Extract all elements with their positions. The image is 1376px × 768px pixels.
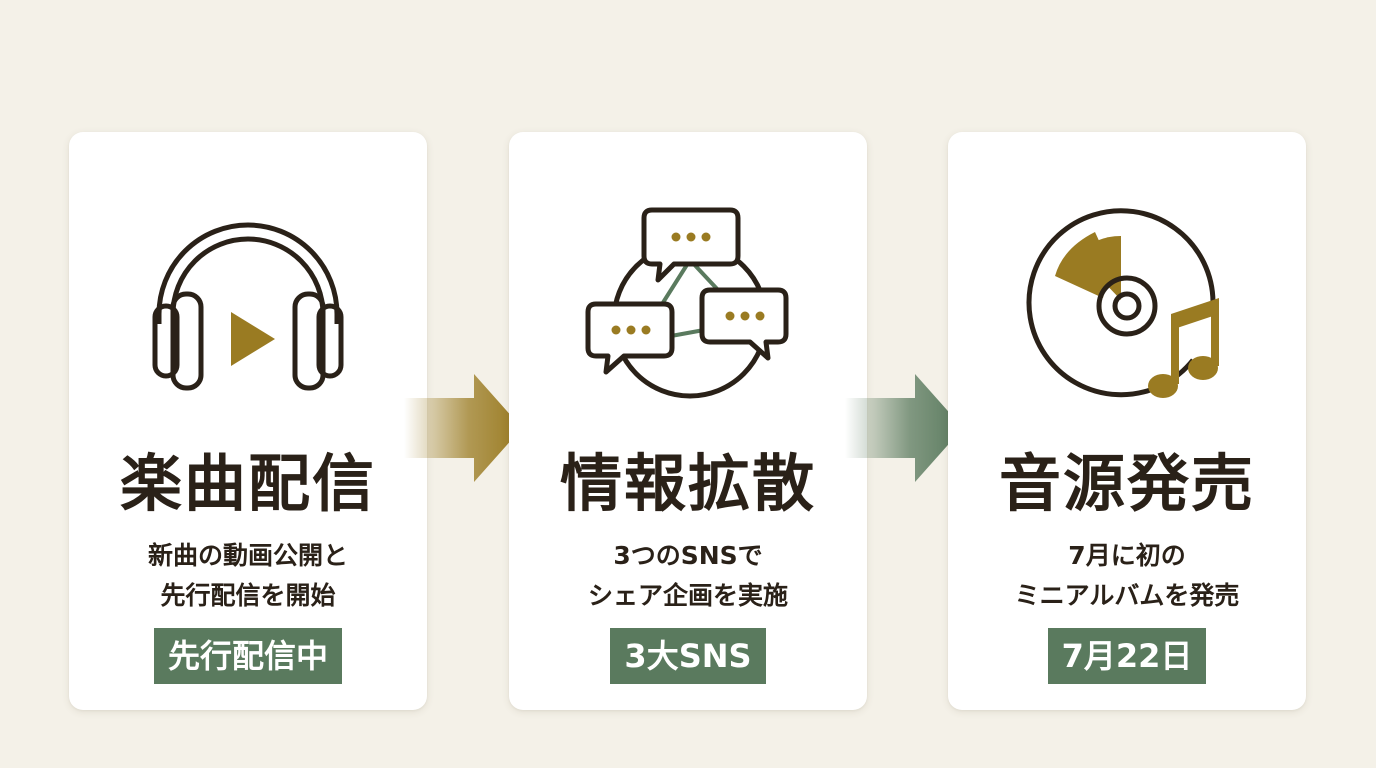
card-description-line: シェア企画を実施 bbox=[587, 581, 788, 610]
sns-chat-network-icon bbox=[509, 202, 867, 412]
card-description-line: 先行配信を開始 bbox=[160, 581, 336, 610]
cd-music-note-icon bbox=[948, 202, 1306, 412]
card-description: 3つのSNSで シェア企画を実施 bbox=[509, 536, 867, 616]
status-badge: 3大SNS bbox=[610, 628, 766, 684]
card-description-line: 新曲の動画公開と bbox=[147, 541, 348, 570]
card-title: 楽曲配信 bbox=[119, 447, 376, 520]
gold-arrow-icon bbox=[404, 372, 524, 484]
card-title: 情報拡散 bbox=[559, 447, 816, 520]
card-description-line: ミニアルバムを発売 bbox=[1014, 581, 1240, 610]
card-album-release: 音源発売 7月に初の ミニアルバムを発売 7月22日 bbox=[948, 132, 1306, 710]
status-badge: 7月22日 bbox=[1047, 628, 1207, 684]
card-description-line: 7月に初の bbox=[1068, 541, 1186, 570]
card-description: 7月に初の ミニアルバムを発売 bbox=[948, 536, 1306, 616]
status-badge: 先行配信中 bbox=[153, 628, 342, 684]
card-title: 音源発売 bbox=[998, 447, 1255, 520]
green-arrow-icon bbox=[845, 372, 965, 484]
card-info-spread: 情報拡散 3つのSNSで シェア企画を実施 3大SNS bbox=[509, 132, 867, 710]
headphones-play-icon bbox=[69, 202, 427, 412]
card-description-line: 3つのSNSで bbox=[613, 541, 763, 570]
card-music-distribution: 楽曲配信 新曲の動画公開と 先行配信を開始 先行配信中 bbox=[69, 132, 427, 710]
card-description: 新曲の動画公開と 先行配信を開始 bbox=[69, 536, 427, 616]
